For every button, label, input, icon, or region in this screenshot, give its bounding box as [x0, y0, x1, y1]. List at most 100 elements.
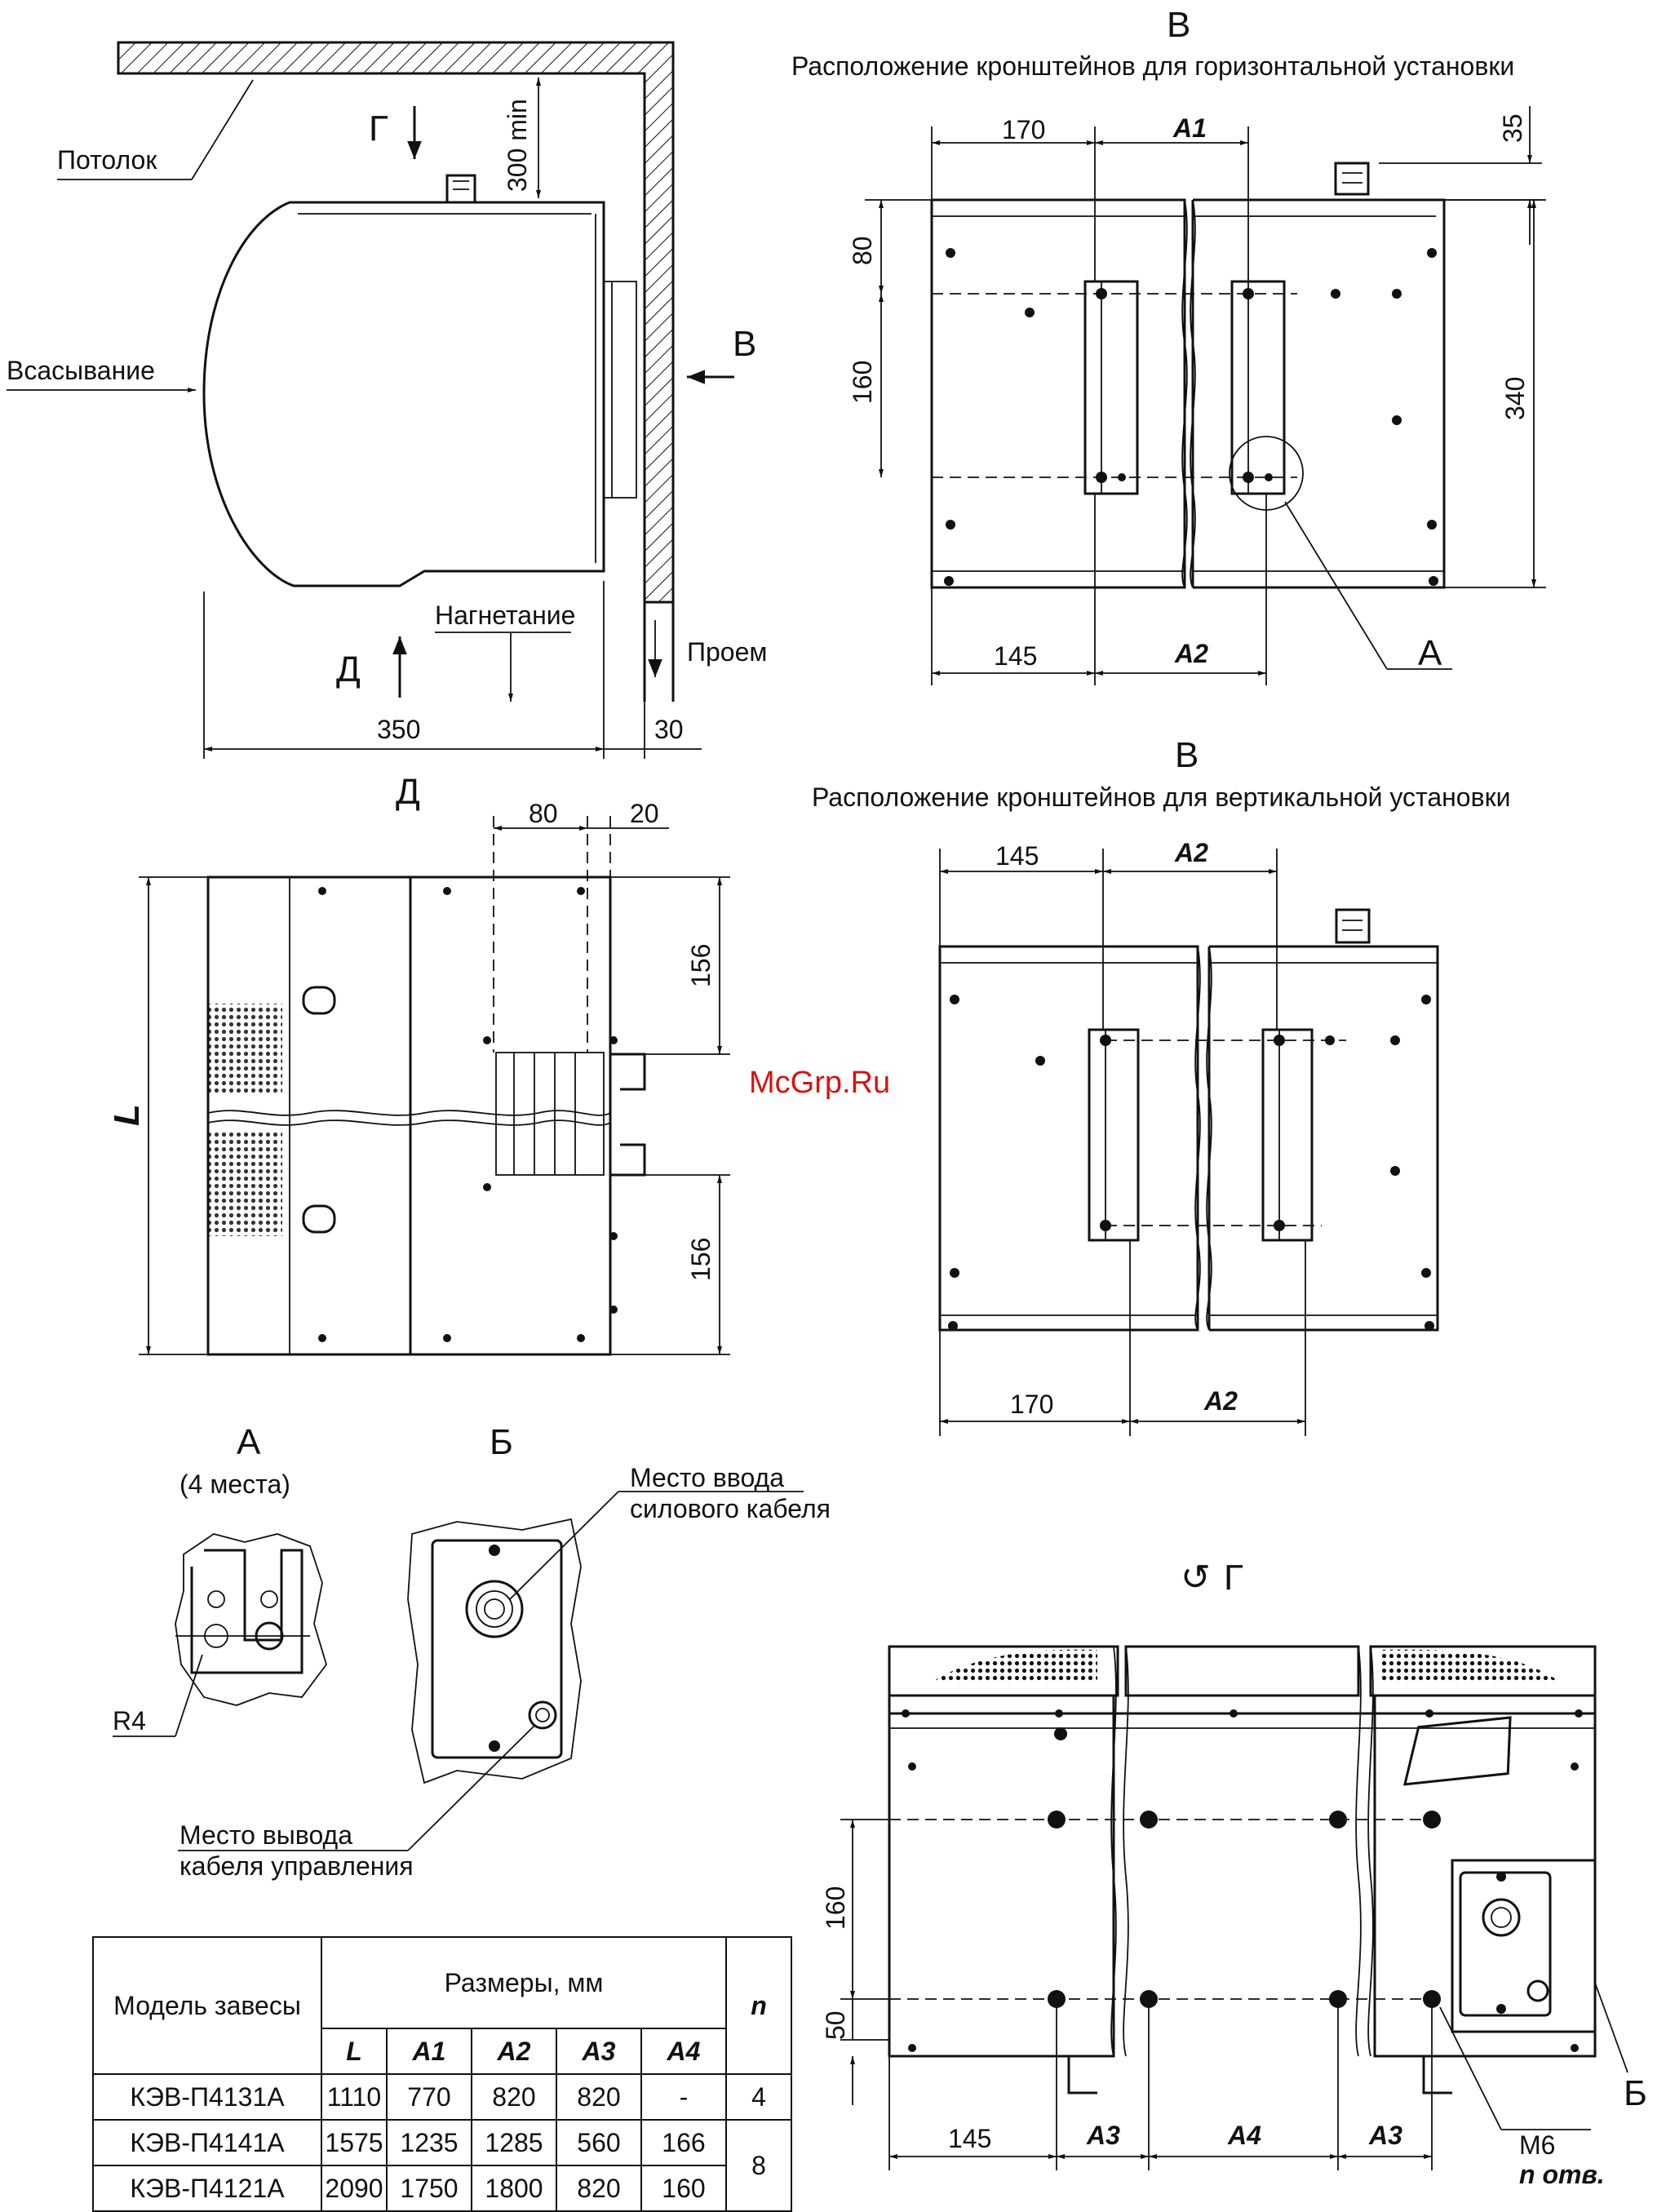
view-v-h-dim-35: 35 [1498, 113, 1527, 143]
view-d-dim-156-bottom: 156 [686, 1238, 716, 1281]
table-cell-model: КЭВ-П4141А [92, 2119, 322, 2166]
table-cell: 160 [640, 2165, 727, 2212]
table-cell: 166 [640, 2119, 727, 2166]
view-v-v-dim-a2-bottom: A2 [1203, 1386, 1238, 1416]
table-cell: 1110 [321, 2073, 388, 2121]
table-subheader-row: L A1 A2 A3 A4 [93, 2028, 791, 2075]
table-cell: 1575 [321, 2119, 388, 2166]
table-col-a1: A1 [386, 2028, 472, 2075]
view-d-dim-20: 20 [630, 799, 659, 828]
dim-30: 30 [654, 715, 684, 744]
arrow-d-letter: Д [336, 649, 361, 689]
intake-label: Всасывание [7, 356, 155, 385]
table-col-a2: A2 [471, 2028, 557, 2075]
view-v-v-dim-a2-top: A2 [1174, 838, 1208, 867]
table-row: КЭВ-П4121А 2090 1750 1800 820 160 [92, 2165, 791, 2212]
table-cell: 770 [386, 2073, 472, 2121]
table-cell: 1235 [386, 2119, 472, 2166]
view-g-dim-a4: A4 [1227, 2121, 1261, 2150]
dim-300-min: 300 min [503, 99, 532, 192]
view-g-title: Г [1224, 1558, 1243, 1598]
table-cell-n: 4 [725, 2073, 792, 2121]
control-cable-label-2: кабеля управления [179, 1851, 414, 1881]
view-v-v-letter: В [1175, 735, 1199, 775]
table-cell: 1285 [471, 2119, 557, 2166]
table-cell: 2090 [321, 2165, 388, 2212]
table-cell: 1750 [386, 2165, 472, 2212]
view-d-body [409, 875, 612, 1356]
view-v-v-body [938, 945, 1439, 1332]
view-g-dim-a3-right: A3 [1368, 2121, 1402, 2150]
view-v-vertical: В Расположение кронштейнов для вертикаль… [812, 735, 1510, 1436]
view-g-dim-145: 145 [948, 2124, 991, 2153]
detail-a-title: А [237, 1422, 261, 1462]
detail-a: А (4 места) R4 [113, 1422, 327, 1737]
side-view: Проем Потолок 300 min Г Всасывание В Наг… [7, 41, 767, 759]
power-cable-label-1: Место ввода [630, 1463, 784, 1492]
view-v-h-dim-80: 80 [848, 236, 877, 265]
table-col-l: L [321, 2028, 388, 2075]
arrow-g-letter: Г [369, 109, 388, 149]
view-g: ↺ Г [821, 1558, 1647, 2189]
table-cell: - [640, 2073, 727, 2121]
table-header-model: Модель завесы [92, 1936, 322, 2075]
detail-b: Б Место ввода силового кабеля Место выво… [178, 1422, 831, 1881]
table-row: КЭВ-П4131А 1110 770 820 820 - 4 [92, 2073, 792, 2121]
view-d: Д 80 20 156 156 L [107, 772, 730, 1356]
view-v-h-dim-340: 340 [1500, 377, 1530, 420]
discharge-label: Нагнетание [435, 601, 575, 630]
view-v-horizontal: В Расположение кронштейнов для горизонта… [791, 5, 1546, 685]
table-cell-model: КЭВ-П4121А [92, 2165, 322, 2212]
ceiling-wall-hatch [117, 41, 675, 604]
view-v-h-dim-a1: A1 [1172, 113, 1207, 143]
view-g-dim-160: 160 [821, 1886, 850, 1930]
view-d-title: Д [396, 772, 420, 812]
view-v-h-body [930, 198, 1446, 589]
curtain-side-body [202, 201, 605, 587]
table-cell: 560 [556, 2119, 642, 2166]
n-holes-label: n отв. [1519, 2160, 1605, 2189]
view-d-dim-l: L [107, 1104, 147, 1126]
view-g-rotation-icon: ↺ [1181, 1558, 1211, 1598]
table-cell: 820 [471, 2073, 557, 2121]
table-header-n: n [725, 1936, 792, 2075]
view-v-h-dim-145: 145 [994, 641, 1037, 671]
view-d-front-panel [206, 875, 412, 1356]
ceiling-label: Потолок [57, 145, 157, 175]
view-d-dim-80: 80 [529, 799, 558, 828]
view-v-h-dim-170: 170 [1002, 115, 1045, 144]
view-v-h-caption: Расположение кронштейнов для горизонталь… [791, 51, 1514, 81]
view-g-dim-50: 50 [821, 2010, 850, 2040]
table-header-sizes: Размеры, мм [321, 1936, 727, 2029]
arrow-v-letter: В [733, 324, 756, 364]
table-cell-n: 8 [725, 2119, 792, 2212]
view-v-h-letter: В [1167, 5, 1190, 45]
view-g-dim-a3-left: A3 [1086, 2121, 1120, 2150]
dimensions-table: Модель завесы Размеры, мм n L A1 A2 A3 A… [92, 1936, 792, 2212]
table-row: КЭВ-П4141А 1575 1235 1285 560 166 8 [92, 2119, 792, 2212]
callout-b: Б [1624, 2073, 1647, 2113]
dim-350: 350 [377, 715, 420, 744]
table-cell: 820 [556, 2165, 642, 2212]
view-v-v-dim-170: 170 [1010, 1390, 1053, 1419]
table-cell-model: КЭВ-П4131А [92, 2073, 322, 2121]
watermark: McGrp.Ru [749, 1066, 891, 1100]
detail-a-subtitle: (4 места) [179, 1469, 290, 1499]
r4-label: R4 [113, 1706, 146, 1735]
opening-label: Проем [687, 637, 767, 667]
view-v-h-dim-160: 160 [848, 361, 877, 404]
control-cable-label-1: Место вывода [179, 1820, 352, 1850]
view-v-v-caption: Расположение кронштейнов для вертикально… [812, 782, 1510, 812]
power-cable-label-2: силового кабеля [630, 1494, 831, 1523]
table-header-row: Модель завесы Размеры, мм n [92, 1936, 792, 2075]
table-cell: 820 [556, 2073, 642, 2121]
table-col-a3: A3 [556, 2028, 642, 2075]
table-cell: 1800 [471, 2165, 557, 2212]
view-v-h-dim-a2: A2 [1174, 639, 1208, 668]
m6-label: М6 [1519, 2130, 1555, 2160]
view-v-v-dim-145: 145 [995, 841, 1039, 871]
callout-a: A [1418, 633, 1442, 673]
table-col-a4: A4 [640, 2028, 727, 2075]
view-d-dim-156-top: 156 [686, 944, 716, 987]
